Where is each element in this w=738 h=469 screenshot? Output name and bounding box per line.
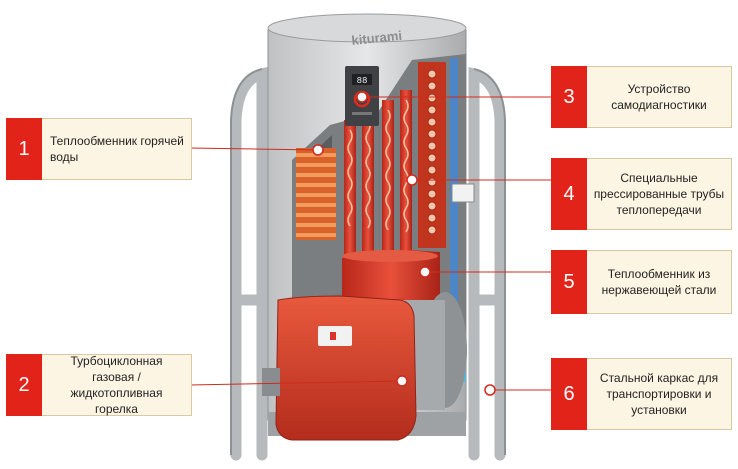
turbocyclone-burner [262, 292, 467, 441]
callout-label: Стальной каркас для транспортировки и ус… [587, 358, 732, 430]
callout-label: Устройство самодиагностики [587, 66, 732, 128]
callout-3: 3 Устройство самодиагностики [551, 66, 732, 128]
callout-number: 4 [551, 158, 587, 230]
marker-4 [406, 174, 418, 186]
heat-transfer-tubes [344, 58, 466, 382]
leader-markers [312, 91, 496, 396]
callout-6: 6 Стальной каркас для транспортировки и … [551, 358, 732, 430]
callout-2: 2 Турбоциклонная газовая / жидкотопливна… [6, 354, 192, 416]
brand-logo: kiturami [351, 28, 403, 48]
steel-frame [230, 66, 506, 461]
marker-5 [419, 266, 431, 278]
hot-water-heat-exchanger [296, 148, 336, 240]
marker-1 [312, 144, 324, 156]
marker-3 [356, 91, 368, 103]
side-plate [451, 183, 475, 203]
callout-number: 6 [551, 358, 587, 430]
callout-label: Турбоциклонная газовая / жидкотопливная … [42, 354, 192, 416]
leader-line-1 [189, 147, 319, 151]
panel-display-readout: 88 [357, 76, 368, 86]
callout-label: Теплообменник горячей воды [42, 118, 192, 180]
leader-lines [189, 96, 553, 391]
leader-line-2 [189, 380, 403, 386]
callout-label: Теплообменник из нержавеющей стали [587, 250, 732, 314]
marker-6 [484, 384, 496, 396]
callout-label: Специальные прессированные трубы теплопе… [587, 158, 732, 230]
marker-2 [396, 375, 408, 387]
callout-number: 1 [6, 118, 42, 180]
callout-number: 2 [6, 354, 42, 416]
callout-5: 5 Теплообменник из нержавеющей стали [551, 250, 732, 314]
callout-4: 4 Специальные прессированные трубы тепло… [551, 158, 732, 230]
callout-number: 3 [551, 66, 587, 128]
callout-number: 5 [551, 250, 587, 314]
callout-1: 1 Теплообменник горячей воды [6, 118, 192, 180]
